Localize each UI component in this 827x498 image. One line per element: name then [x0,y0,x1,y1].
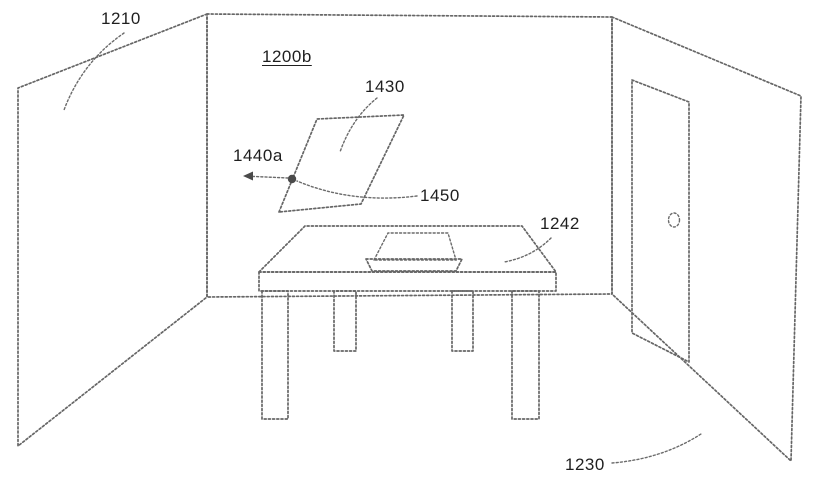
floating-plane [278,114,405,213]
leader-lines [63,32,702,464]
device-base [365,258,463,272]
leader-1430 [339,97,378,153]
direction-arrow [243,171,289,181]
leader-1242 [503,237,552,263]
table-leg-front-right [511,290,540,420]
arrow-shaft [251,175,289,179]
door [631,79,690,363]
label-1450: 1450 [420,186,460,205]
tabletop-device [365,232,463,272]
leader-1450 [296,180,418,199]
right-wall [611,16,802,462]
table [258,225,557,420]
virtual-surface [278,114,405,213]
door-knob-icon [667,212,681,228]
label-1430: 1430 [365,77,405,96]
table-top-front-edge [258,271,557,292]
left-wall [17,13,208,447]
room-walls [17,13,802,462]
table-leg-back-left [333,290,357,352]
label-1230: 1230 [565,455,605,474]
table-leg-back-right [451,290,474,352]
door-panel [631,79,690,363]
table-leg-front-left [261,290,289,420]
surface-point-marker [287,174,297,184]
label-1210: 1210 [101,9,141,28]
leader-1210 [63,32,125,111]
label-1200b: 1200b [262,47,312,66]
left-arrow-icon [243,171,253,181]
label-1242: 1242 [540,214,580,233]
device-screen [372,232,457,261]
leader-1230 [611,433,702,464]
label-1440a: 1440a [233,146,283,165]
